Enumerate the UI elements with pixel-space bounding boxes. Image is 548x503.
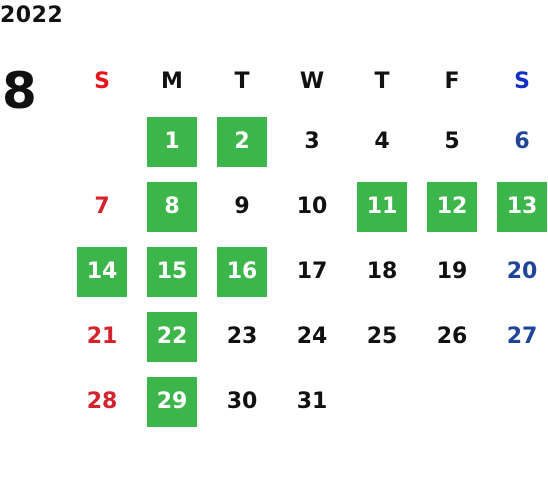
calendar-grid: S M T W T F S 1 2 3 4 5 6 7 8 9 10 11 12… (67, 53, 548, 434)
day-number: 9 (234, 194, 250, 219)
day-cell: 22 (137, 304, 207, 369)
day-number: 30 (226, 389, 258, 414)
day-cell: 27 (487, 304, 548, 369)
day-number: 16 (217, 246, 267, 297)
weekday-wednesday: W (299, 68, 325, 94)
day-cell (487, 369, 548, 434)
day-cell: 18 (347, 239, 417, 304)
day-number: 7 (94, 194, 110, 219)
day-cell: 20 (487, 239, 548, 304)
day-number: 4 (374, 129, 390, 154)
day-number: 20 (506, 259, 538, 284)
day-number: 25 (366, 324, 398, 349)
weekday-sunday: S (94, 68, 110, 94)
day-cell: 1 (137, 109, 207, 174)
day-cell: 5 (417, 109, 487, 174)
day-number: 8 (147, 181, 197, 232)
day-cell: 14 (67, 239, 137, 304)
day-cell (67, 109, 137, 174)
day-number: 19 (436, 259, 468, 284)
day-cell: 15 (137, 239, 207, 304)
day-cell (347, 369, 417, 434)
day-number (77, 117, 127, 167)
day-cell: 7 (67, 174, 137, 239)
day-number: 15 (147, 246, 197, 297)
day-number: 17 (296, 259, 328, 284)
day-cell: 9 (207, 174, 277, 239)
day-cell: 13 (487, 174, 548, 239)
calendar-year: 2022 (0, 3, 64, 28)
day-cell: 21 (67, 304, 137, 369)
day-cell: 4 (347, 109, 417, 174)
day-cell: 23 (207, 304, 277, 369)
day-number: 6 (514, 129, 530, 154)
day-number: 22 (147, 311, 197, 362)
day-number: 21 (86, 324, 118, 349)
day-cell: 2 (207, 109, 277, 174)
day-number: 28 (86, 389, 118, 414)
day-cell: 31 (277, 369, 347, 434)
day-cell: 29 (137, 369, 207, 434)
day-cell: 12 (417, 174, 487, 239)
day-cell: 6 (487, 109, 548, 174)
day-number: 2 (217, 116, 267, 167)
day-cell: 26 (417, 304, 487, 369)
day-cell: 24 (277, 304, 347, 369)
day-number: 5 (444, 129, 460, 154)
weekday-friday: F (444, 68, 460, 94)
day-cell: 3 (277, 109, 347, 174)
day-number: 31 (296, 389, 328, 414)
day-cell: 8 (137, 174, 207, 239)
day-number: 23 (226, 324, 258, 349)
day-cell: 11 (347, 174, 417, 239)
day-number: 12 (427, 181, 477, 232)
day-number: 1 (147, 116, 197, 167)
weekday-saturday: S (514, 68, 530, 94)
calendar-month: 8 (2, 62, 37, 120)
day-number: 29 (147, 376, 197, 427)
weekday-tuesday: T (234, 68, 250, 94)
day-cell: 28 (67, 369, 137, 434)
day-number: 24 (296, 324, 328, 349)
day-cell: 19 (417, 239, 487, 304)
weekday-thursday: T (374, 68, 390, 94)
day-number (497, 377, 547, 427)
day-number: 14 (77, 246, 127, 297)
day-number: 3 (304, 129, 320, 154)
day-number: 13 (497, 181, 547, 232)
day-cell: 16 (207, 239, 277, 304)
day-cell: 25 (347, 304, 417, 369)
day-number (427, 377, 477, 427)
day-cell: 10 (277, 174, 347, 239)
day-number: 10 (296, 194, 328, 219)
weekday-monday: M (161, 68, 183, 94)
day-number: 11 (357, 181, 407, 232)
day-number: 18 (366, 259, 398, 284)
day-number: 27 (506, 324, 538, 349)
day-cell (417, 369, 487, 434)
day-cell: 30 (207, 369, 277, 434)
day-number (357, 377, 407, 427)
day-cell: 17 (277, 239, 347, 304)
day-number: 26 (436, 324, 468, 349)
